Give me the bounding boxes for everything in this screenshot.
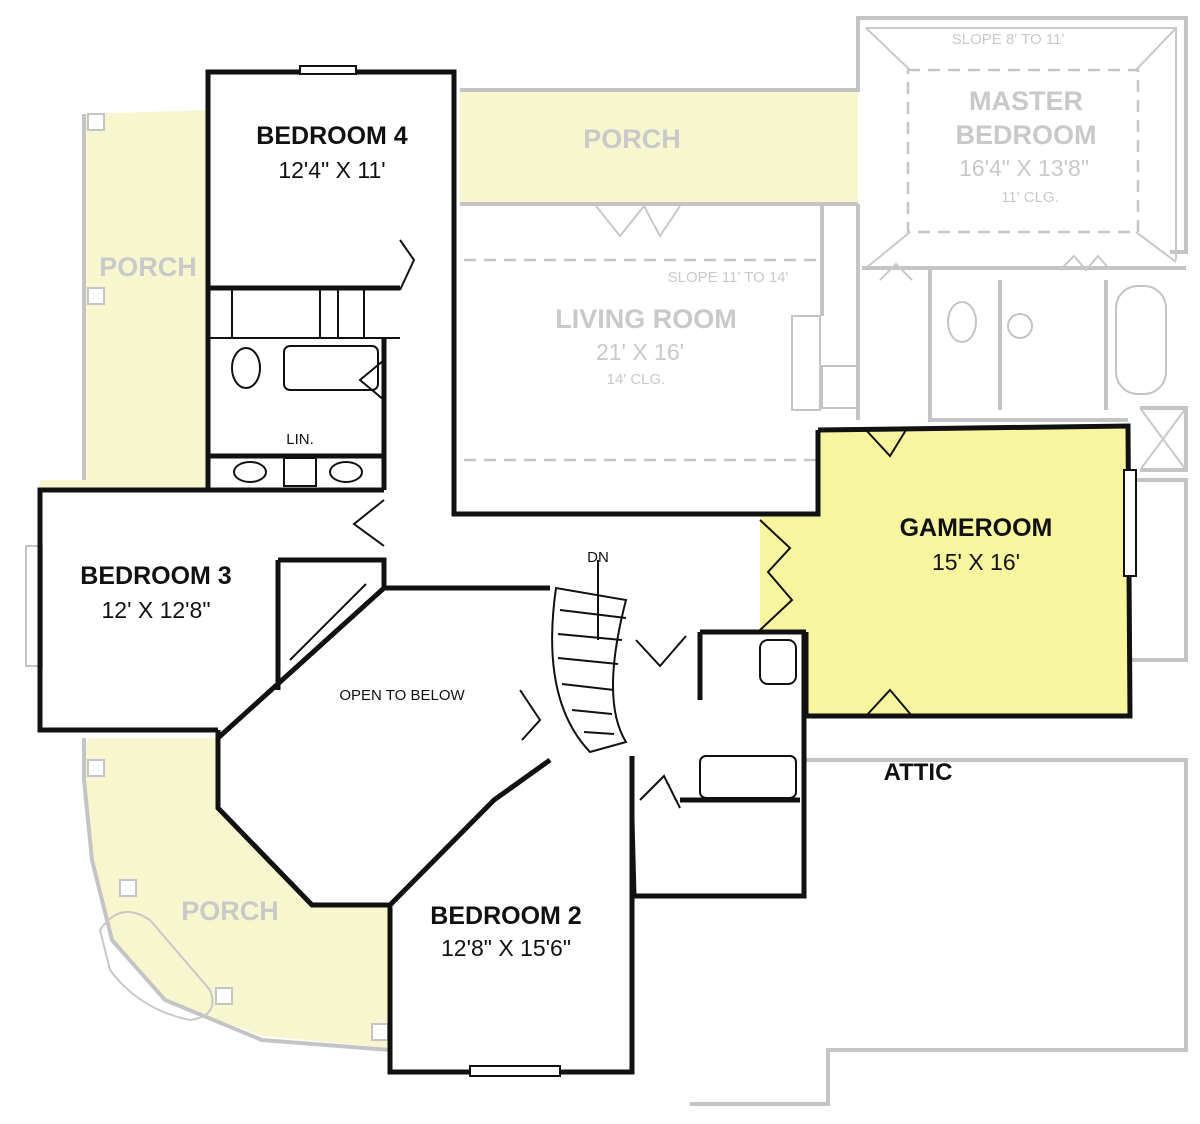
open-to-below-label: OPEN TO BELOW	[339, 687, 465, 704]
porch-label-bottom: PORCH	[181, 896, 279, 926]
living-room-ceiling: 14' CLG.	[607, 371, 666, 388]
porch-areas	[40, 90, 858, 1048]
window-bay-icon	[595, 204, 681, 238]
bedroom2-window	[469, 1065, 561, 1077]
living-room-outline	[460, 88, 860, 462]
porch-post-icon	[87, 113, 105, 131]
porch-bottom-left	[84, 738, 390, 1048]
toilet-icon	[759, 639, 797, 685]
ceiling-hip-line	[865, 27, 911, 71]
linen-label: LIN.	[286, 431, 314, 448]
door-swing-icon	[358, 359, 385, 401]
bathtub-icon	[283, 345, 379, 391]
closet-top-wall	[278, 557, 387, 588]
door-swing-icon	[352, 499, 385, 547]
stair-winder-icon	[519, 689, 542, 741]
fireplace-hearth-icon	[821, 365, 859, 409]
gameroom-dims: 15' X 16'	[932, 549, 1020, 575]
porch-label-top: PORCH	[583, 124, 681, 154]
door-swing-icon	[399, 239, 416, 291]
bedroom3-dims: 12' X 12'8"	[101, 597, 210, 623]
upper-floor-walls	[37, 65, 1137, 1077]
master-toilet-icon	[947, 301, 977, 343]
porch-curve-edge	[82, 738, 391, 1052]
bedroom2-dims: 12'8" X 15'6"	[441, 935, 571, 961]
master-outer-wall	[856, 16, 1188, 254]
porch-label-left: PORCH	[99, 252, 197, 282]
bedroom3-wall	[37, 487, 218, 733]
gameroom-name: GAMEROOM	[900, 514, 1053, 542]
porch-post-icon	[87, 287, 105, 305]
living-slope-note: SLOPE 11' TO 14'	[668, 269, 789, 286]
bathtub-icon	[699, 755, 797, 799]
open-to-below-edge	[216, 585, 550, 740]
sink-icon	[233, 461, 267, 483]
labels: BEDROOM 4 12'4" X 11' BEDROOM 3 12' X 12…	[80, 31, 1096, 961]
door-swing-icon	[1059, 254, 1111, 272]
master-tub-icon	[1115, 285, 1167, 395]
living-room-name: LIVING ROOM	[555, 304, 737, 334]
bedroom4-window	[299, 65, 357, 75]
gazebo-bump	[98, 911, 214, 1022]
door-swing-icon	[635, 635, 687, 668]
living-lower-wall	[451, 260, 821, 517]
fireplace-icon	[791, 315, 821, 411]
ceiling-hip-line	[865, 231, 911, 269]
bedroom3-name: BEDROOM 3	[80, 562, 231, 590]
right-closet-wall	[1132, 478, 1188, 662]
master-bedroom-dims: 16'4" X 13'8"	[959, 155, 1089, 181]
gameroom-window	[1123, 469, 1137, 577]
bath-wall	[928, 268, 1128, 422]
sink-icon	[329, 461, 363, 483]
master-bedroom-name-1: MASTER	[969, 86, 1083, 116]
tray-ceiling-outline	[906, 68, 1140, 234]
bedroom2-name: BEDROOM 2	[430, 902, 581, 930]
master-sink-icon	[1007, 313, 1033, 339]
stair-tread	[559, 609, 627, 619]
stair-tread	[557, 633, 623, 641]
master-bedroom-ceiling: 11' CLG.	[1001, 189, 1059, 206]
stair-tread	[561, 683, 615, 691]
porch-top	[460, 90, 858, 204]
open-to-below-edge	[215, 730, 552, 908]
door-swing-icon	[865, 688, 913, 717]
stair-down-label: DN	[587, 549, 609, 566]
porch-left	[40, 110, 208, 488]
gameroom-fill	[760, 426, 1130, 716]
bedroom4-name: BEDROOM 4	[256, 122, 408, 150]
stair-tread	[583, 731, 615, 735]
porch-post-icon	[215, 987, 233, 1005]
master-slope-note: SLOPE 8' TO 11'	[952, 31, 1065, 48]
ceiling-hip-line	[1135, 27, 1177, 71]
stair-tread	[557, 657, 619, 665]
door-swing-icon	[879, 262, 913, 281]
living-room-dims: 21' X 16'	[596, 339, 684, 365]
stair-tread	[571, 709, 613, 715]
door-swing-icon	[639, 774, 681, 809]
toilet-icon	[231, 347, 261, 389]
porch-post-icon	[371, 1023, 389, 1041]
attic-outline	[690, 758, 1188, 1106]
bedroom4-dims: 12'4" X 11'	[278, 157, 385, 183]
ceiling-hip-line	[1135, 231, 1177, 263]
closet-wall	[1140, 406, 1188, 472]
stair-icon	[551, 586, 628, 754]
gameroom-door-icon	[759, 519, 794, 631]
attic-label: ATTIC	[884, 759, 953, 786]
porch-post-icon	[87, 759, 105, 777]
master-suite-outline	[856, 16, 1188, 662]
porch-post-icon	[119, 879, 137, 897]
linen-closet-icon	[283, 457, 317, 487]
closet-rod	[289, 583, 367, 661]
master-bedroom-name-2: BEDROOM	[956, 120, 1097, 150]
closet-cross	[1139, 407, 1187, 471]
door-swing-icon	[865, 429, 907, 458]
